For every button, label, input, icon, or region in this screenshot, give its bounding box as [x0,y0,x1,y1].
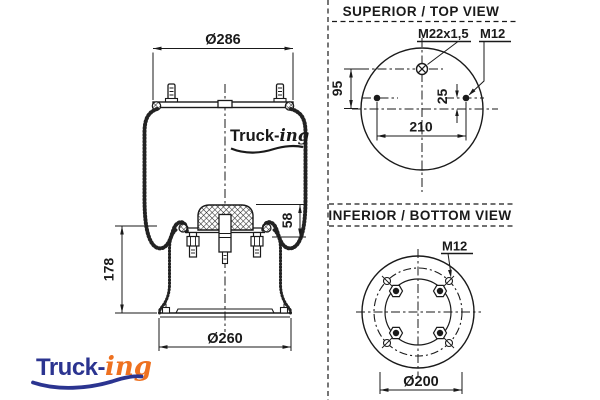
watermark-text-truck: Truck- [230,127,280,145]
watermark-text-ing: ing [280,126,310,145]
top-view-right-stud-dot [462,94,470,102]
dim-bolt-circle-label: Ø200 [403,374,438,390]
top-view-panel: SUPERIOR / TOP VIEW M22x1,5 M12 [329,4,511,192]
svg-text:Truck-ing: Truck-ing [36,352,152,382]
dim-top-diameter [152,46,294,100]
main-side-view: Ø286 [101,32,309,351]
dim-bumper-height [256,204,306,238]
top-stud-label: M12 [480,26,505,41]
piston-assembly [178,204,272,265]
logo-text-truck: Truck- [36,354,106,381]
panel-dividers [327,0,516,400]
piston-right-bead [262,223,272,233]
dim-height-label: 178 [101,258,117,282]
dim-stud-spacing-label: 210 [409,119,433,135]
dim-bottom-diameter-label: Ø260 [207,331,242,347]
top-plate [151,83,295,111]
dim-stud-offset [455,84,459,123]
air-fitting-label-group: M22x1,5 [417,26,471,65]
bottom-view-centerlines [356,249,481,377]
piston-left-bead [178,223,188,233]
svg-text:Truck-ing: Truck-ing [230,126,309,145]
bottom-view-panel: INFERIOR / BOTTOM VIEW M12 [328,208,511,394]
piston-bottom-plate [159,303,291,318]
bottom-left-bolt [161,306,171,314]
top-view-centerlines [352,38,498,192]
bottom-view-title: INFERIOR / BOTTOM VIEW [328,208,511,223]
logo-swoosh [31,374,144,390]
dim-bumper-height-label: 58 [279,213,295,229]
bellows-watermark-logo: Truck-ing [230,126,309,154]
plate-center-boss [217,99,233,109]
bottom-hex-bolts [388,284,448,340]
bottom-stud-label-group: M12 [441,239,473,278]
right-nut [250,235,264,247]
dim-fitting-offset [344,68,362,109]
dim-fitting-offset-label: 95 [329,81,345,97]
dim-bottom-diameter [158,318,292,351]
bottom-right-bolt [279,306,289,314]
bottom-stud-label: M12 [442,239,467,254]
air-fitting-symbol [415,62,429,76]
brand-logo: Truck-ing [31,352,152,390]
dim-height [115,225,157,314]
top-stud-label-group: M12 [468,26,511,96]
left-nut [186,235,200,247]
dim-bolt-circle [379,372,463,394]
air-fitting-label: M22x1,5 [418,26,469,41]
bolt-circle-stud-holes [381,275,455,349]
piston-skirt [158,228,292,315]
dim-stud-offset-label: 25 [434,89,450,105]
dim-stud-spacing [376,102,467,141]
top-view-title: SUPERIOR / TOP VIEW [343,4,500,19]
dim-top-diameter-label: Ø286 [205,32,240,48]
top-view-left-stud-dot [373,94,381,102]
watermark-swoosh [230,144,304,154]
